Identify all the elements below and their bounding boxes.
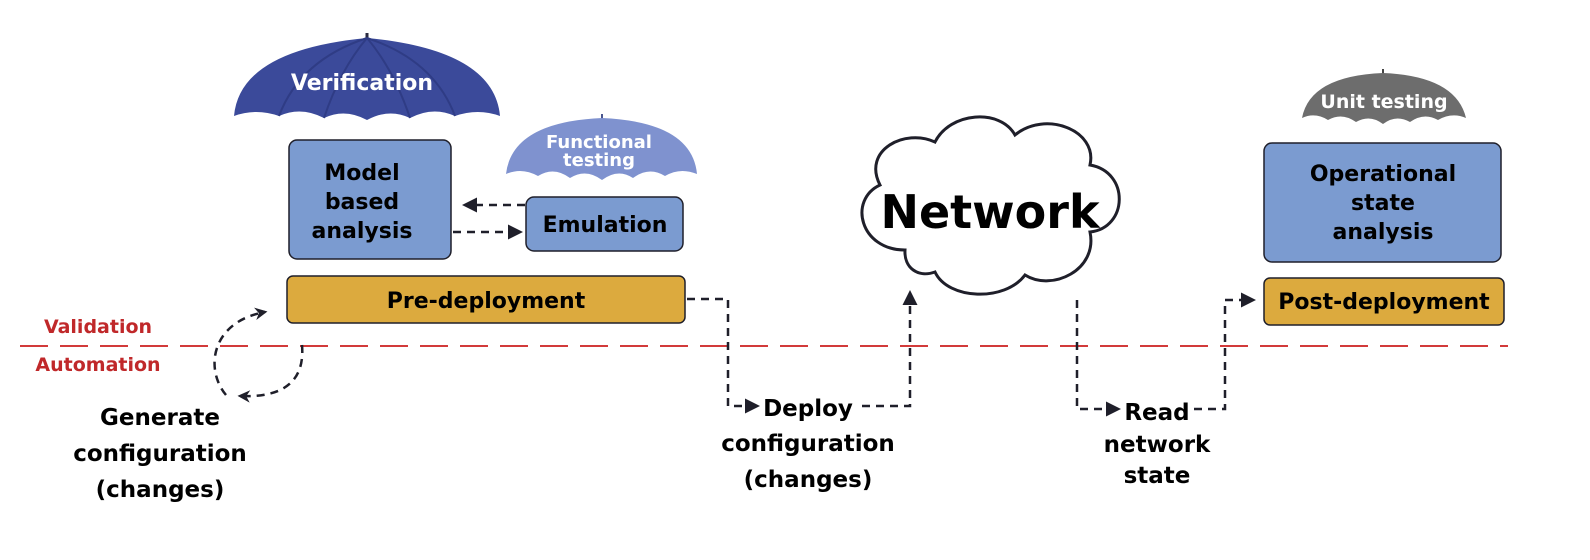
network-cloud-icon: Network (860, 115, 1121, 296)
read-flow-arrow-down (1075, 300, 1121, 417)
functional-testing-label-line1: Functional (546, 132, 652, 153)
automation-label: Automation (35, 354, 160, 376)
functional-testing-umbrella-icon: Functional testing (506, 114, 697, 180)
model-box-line3: analysis (312, 219, 413, 244)
deploy-label-line3: (changes) (744, 467, 873, 493)
operational-box-line3: analysis (1333, 220, 1434, 245)
read-label-line1: Read (1124, 400, 1189, 426)
pre-deployment-bar: Pre-deployment (286, 275, 686, 324)
read-label-line3: state (1124, 463, 1191, 489)
functional-testing-label-line2: testing (563, 150, 635, 171)
operational-box-line2: state (1351, 191, 1415, 216)
generate-label-line3: (changes) (96, 477, 225, 503)
unit-testing-label: Unit testing (1320, 91, 1447, 113)
deploy-label-line2: configuration (721, 431, 895, 457)
deploy-label-line1: Deploy (763, 396, 853, 422)
read-flow-arrow-up (1194, 292, 1256, 411)
deploy-flow-arrow-down (687, 297, 760, 414)
model-based-analysis-box: Model based analysis (288, 139, 452, 260)
unit-testing-umbrella-icon: Unit testing (1302, 69, 1466, 124)
generate-cycle-arrow-top (213, 307, 268, 396)
pre-deployment-label: Pre-deployment (387, 289, 586, 314)
post-deployment-label: Post-deployment (1278, 290, 1490, 315)
read-label-line2: network (1104, 432, 1211, 458)
model-box-line2: based (325, 190, 399, 215)
verification-umbrella-icon: Verification (234, 33, 500, 120)
operational-state-analysis-box: Operational state analysis (1263, 142, 1502, 263)
deploy-flow-arrow-up (862, 290, 918, 408)
verification-label: Verification (291, 71, 433, 96)
generate-label-line2: configuration (73, 441, 247, 467)
validation-label: Validation (44, 316, 152, 338)
post-deployment-bar: Post-deployment (1263, 277, 1505, 326)
emulation-label: Emulation (543, 213, 668, 238)
emulation-box: Emulation (525, 196, 684, 252)
generate-cycle-arrow-bottom (237, 344, 304, 403)
operational-box-line1: Operational (1310, 162, 1456, 187)
network-label: Network (880, 185, 1100, 239)
model-box-line1: Model (324, 161, 399, 186)
generate-label-line1: Generate (100, 405, 220, 431)
